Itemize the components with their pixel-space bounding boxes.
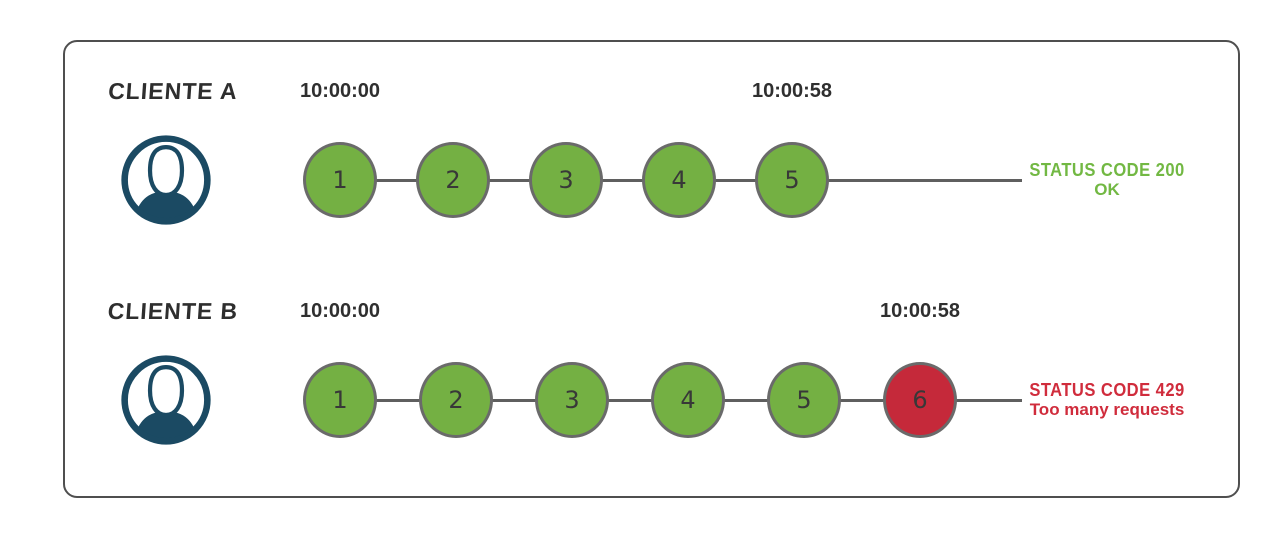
diagram-frame (63, 40, 1240, 498)
request-circle: 4 (651, 362, 725, 438)
request-circle: 1 (303, 362, 377, 438)
request-circle-blocked: 6 (883, 362, 957, 438)
request-circle: 2 (416, 142, 490, 218)
timestamp-start: 10:00:00 (299, 300, 381, 322)
status-message-text: Too many requests (1029, 400, 1185, 419)
request-circle: 2 (419, 362, 493, 438)
status-message-text: OK (1094, 180, 1120, 199)
request-circle: 5 (755, 142, 829, 218)
timestamp-end: 10:00:58 (751, 80, 833, 102)
client-b-label: CLIENTE B (106, 298, 240, 324)
client-a-label: CLIENTE A (107, 78, 239, 104)
status-code-text: STATUS CODE 429 (1029, 380, 1185, 400)
status-result: STATUS CODE 200 OK (1022, 160, 1192, 200)
request-circle: 4 (642, 142, 716, 218)
status-result: STATUS CODE 429 Too many requests (1022, 380, 1192, 420)
person-avatar-icon (121, 355, 211, 445)
request-circle: 1 (303, 142, 377, 218)
request-circle: 3 (529, 142, 603, 218)
person-avatar-icon (121, 135, 211, 225)
request-circle: 5 (767, 362, 841, 438)
request-circle: 3 (535, 362, 609, 438)
timestamp-end: 10:00:58 (879, 300, 961, 322)
timestamp-start: 10:00:00 (299, 80, 381, 102)
status-code-text: STATUS CODE 200 (1029, 160, 1185, 180)
